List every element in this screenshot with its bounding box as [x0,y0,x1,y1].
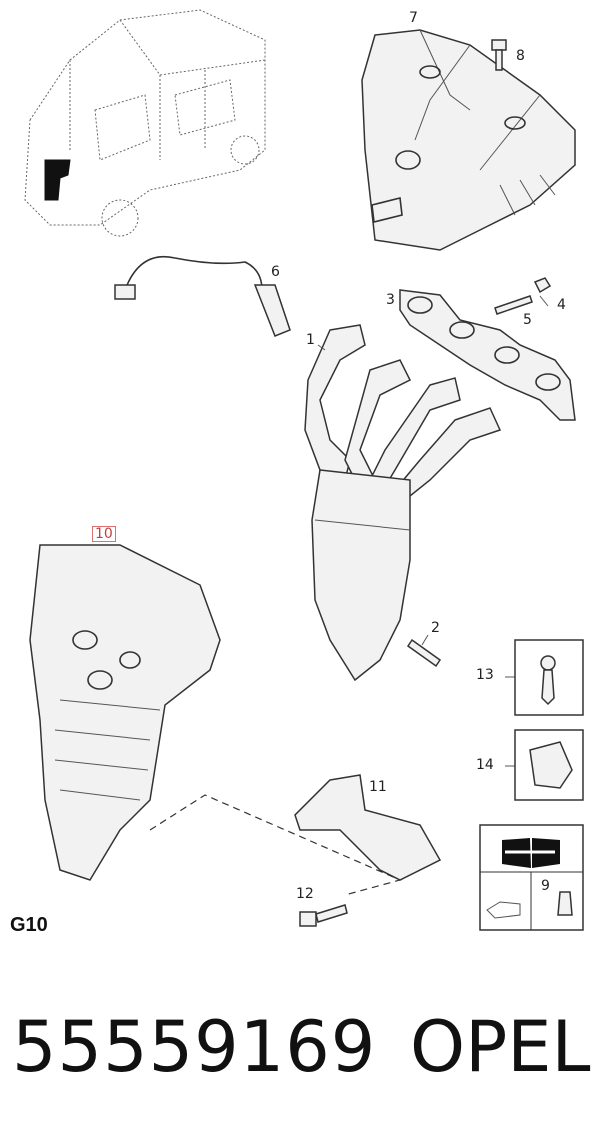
callout-13: 13 [476,667,494,683]
detail-box-14 [514,729,584,801]
oxygen-sensor-part [114,256,291,337]
callout-11: 11 [369,779,387,795]
callout-8: 8 [516,48,525,64]
callout-4: 4 [557,297,566,313]
callout-10: 10 [92,526,116,542]
vehicle-illustration [24,9,266,237]
manual-book-icon [502,838,560,868]
callout-1: 1 [306,332,315,348]
detail-box-manual [479,824,584,931]
callout-5: 5 [523,312,532,328]
part-number: 55559169 [12,1006,377,1088]
callout-7: 7 [409,10,418,26]
leader-lines [317,295,549,767]
bolt-12 [299,904,348,927]
detail-box-13 [514,639,584,716]
callout-6: 6 [271,264,280,280]
footer: 55559169 OPEL [0,1000,600,1100]
callout-2: 2 [431,620,440,636]
alternate-manifold-part [29,544,221,881]
heat-shield-part [361,29,576,251]
callout-9: 9 [541,878,550,894]
bracket-part [294,774,442,881]
callout-3: 3 [386,292,395,308]
stud-2 [406,638,442,668]
callout-12: 12 [296,886,314,902]
brand-name: OPEL [410,1006,591,1088]
reference-dashed-line [149,794,402,896]
stud-5-nut-4 [494,277,552,315]
bolt-8 [491,39,507,71]
exhaust-manifold-part [304,324,502,682]
manifold-gasket-part [399,289,576,421]
section-code: G10 [10,914,48,936]
exhaust-manifold-diagram [24,9,584,931]
callout-14: 14 [476,757,494,773]
